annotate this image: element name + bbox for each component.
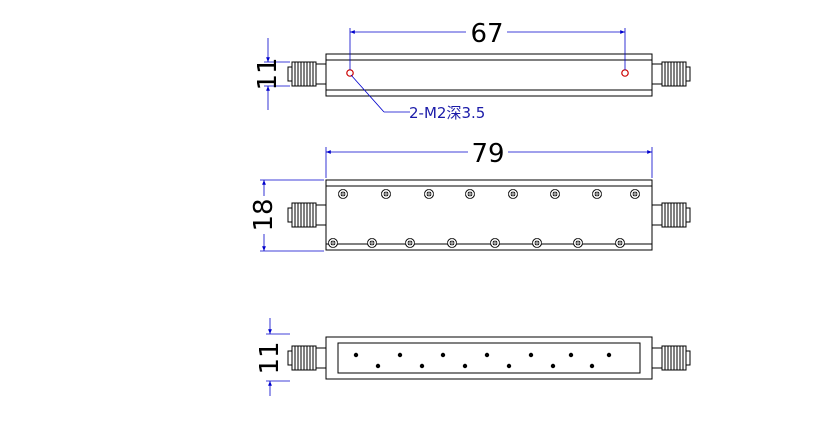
bottom-right-connector-icon [651, 345, 691, 371]
dim-front-length: 79 [471, 139, 504, 169]
right-connector-icon [651, 61, 691, 87]
hole-note: 2-M2深3.5 [409, 104, 485, 122]
top-view: 67 11 2-M2深3.5 [253, 19, 691, 122]
dim-front-height: 18 [249, 198, 279, 231]
dim-top-height: 11 [253, 57, 283, 90]
dim-top-length: 67 [470, 19, 503, 49]
front-view: 79 18 [249, 139, 691, 252]
bottom-left-connector-icon [287, 345, 327, 371]
left-connector-icon [287, 61, 327, 87]
dim-bottom-height: 11 [255, 341, 285, 374]
front-right-connector-icon [651, 202, 691, 228]
top-body [325, 53, 653, 97]
bottom-view: 11 [255, 318, 691, 396]
front-left-connector-icon [287, 202, 327, 228]
